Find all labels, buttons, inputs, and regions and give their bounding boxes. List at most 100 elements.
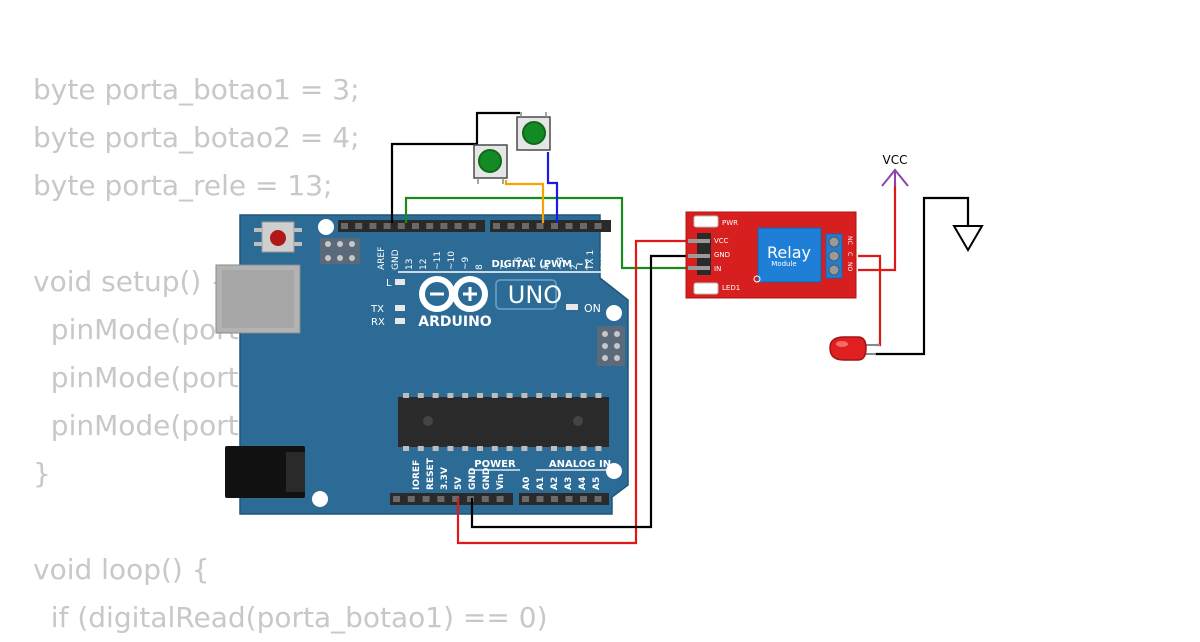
header-pin-hole[interactable] [536, 496, 544, 502]
chip-pin [506, 393, 513, 398]
atmega-chip [398, 393, 609, 451]
header-pin-hole[interactable] [565, 223, 573, 229]
chip-pin [580, 446, 587, 451]
reset-button[interactable] [254, 221, 302, 253]
header-pin-hole[interactable] [422, 496, 430, 502]
header-pin-hole[interactable] [522, 223, 529, 229]
header-pin-hole[interactable] [437, 496, 445, 502]
header-pin-hole[interactable] [536, 223, 544, 229]
digital-pin-label: ~11 [433, 251, 443, 270]
ground-icon [952, 225, 984, 252]
arduino-model: UNO [508, 281, 562, 309]
push-button-1[interactable] [473, 144, 508, 184]
digital-pin-label: ~10 [447, 251, 457, 270]
wire-5v-relay-vcc[interactable] [456, 239, 690, 545]
chip-pin [521, 446, 528, 451]
header-pin-hole[interactable] [594, 223, 602, 229]
relay-terminal-no: NO [846, 262, 853, 271]
power-pin-label: GND [482, 468, 492, 490]
chip-pin [432, 393, 439, 398]
ground-symbol[interactable] [952, 225, 984, 252]
chip-pin [447, 393, 454, 398]
header-pin-hole[interactable] [551, 496, 558, 502]
wire-button1-d4[interactable] [504, 180, 545, 223]
chip-pin [551, 393, 557, 398]
header-pin-hole[interactable] [397, 223, 405, 229]
header-pin-hole[interactable] [393, 496, 400, 502]
code-line: void loop() { [33, 553, 210, 586]
digital-pin-label: ~9 [461, 256, 471, 270]
code-line: byte porta_rele = 13; [33, 169, 333, 202]
chip-pin [595, 446, 602, 451]
vcc-symbol[interactable]: VCC [881, 153, 909, 187]
digital-pin-label: GND [391, 249, 401, 270]
header-pin-hole[interactable] [355, 223, 363, 229]
wire-vcc-relay-common[interactable] [858, 182, 897, 272]
analog-pin-label: A4 [578, 477, 588, 490]
header-pin-hole[interactable] [452, 496, 460, 502]
relay-pin-gnd: GND [714, 251, 730, 259]
wire-led-ground[interactable] [875, 196, 970, 356]
chip-pin [432, 446, 439, 451]
led-on-indicator [566, 304, 578, 310]
relay-terminal-nc: NC [846, 236, 853, 245]
header-pin-hole[interactable] [565, 496, 573, 502]
header-pin-hole[interactable] [341, 223, 348, 229]
relay-pin-in: IN [714, 265, 721, 273]
digital-header [338, 220, 611, 232]
digital-pin-label: 7 [500, 264, 510, 270]
header-pin-hole[interactable] [468, 223, 476, 229]
wire-d13-relay-in[interactable] [404, 196, 690, 270]
header-pin-hole[interactable] [454, 223, 462, 229]
header-pin-hole[interactable] [383, 223, 391, 229]
arduino-logo-icon [419, 276, 488, 312]
wire-button2-d3[interactable] [546, 152, 559, 223]
red-led[interactable] [829, 336, 880, 361]
code-line: } [33, 457, 51, 490]
relay-terminal-c: C [846, 252, 853, 256]
header-pin-hole[interactable] [551, 223, 558, 229]
header-pin-hole[interactable] [522, 496, 529, 502]
header-pin-hole[interactable] [580, 223, 587, 229]
chip-pin [417, 446, 424, 451]
digital-pin-label: ~6 [514, 256, 524, 270]
led-l-label: L [386, 278, 392, 289]
analog-pin-label: A0 [522, 477, 532, 490]
chip-pin [462, 446, 469, 451]
arduino-brand: ARDUINO [418, 314, 492, 330]
wires [390, 111, 970, 545]
header-pin-hole[interactable] [412, 223, 419, 229]
led-tx-indicator [395, 305, 405, 311]
header-pin-hole[interactable] [426, 223, 434, 229]
wire-gnd-relay-gnd[interactable] [470, 254, 690, 529]
header-pin-hole[interactable] [580, 496, 587, 502]
header-pin-hole[interactable] [481, 496, 489, 502]
power-header-label: POWER [474, 459, 516, 470]
wire-gnd-buttons[interactable] [390, 111, 520, 223]
chip-pin [462, 393, 469, 398]
digital-pin-label: ~5 [528, 257, 538, 270]
chip-pin [491, 446, 498, 451]
header-pin-hole[interactable] [507, 223, 515, 229]
chip-pin [595, 393, 602, 398]
header-pin-hole[interactable] [467, 496, 474, 502]
header-pin-hole[interactable] [594, 496, 602, 502]
power-pin-label: Vin [496, 474, 506, 490]
led-on-label: ON [584, 302, 601, 315]
header-pin-hole[interactable] [369, 223, 377, 229]
header-pin-hole[interactable] [493, 223, 500, 229]
header-pin-hole[interactable] [440, 223, 448, 229]
push-button-2[interactable] [516, 112, 551, 151]
header-pin-hole[interactable] [407, 496, 415, 502]
chip-pin [477, 446, 483, 451]
power-pin-label: IOREF [412, 460, 422, 490]
header-pin-hole[interactable] [496, 496, 504, 502]
digital-pin-label: TX 1 [586, 250, 596, 271]
mounting-hole [606, 463, 622, 479]
relay-module[interactable]: PWR LED1 VCC GND IN Relay Module NC C NO [685, 211, 857, 299]
chip-pin [536, 393, 543, 398]
